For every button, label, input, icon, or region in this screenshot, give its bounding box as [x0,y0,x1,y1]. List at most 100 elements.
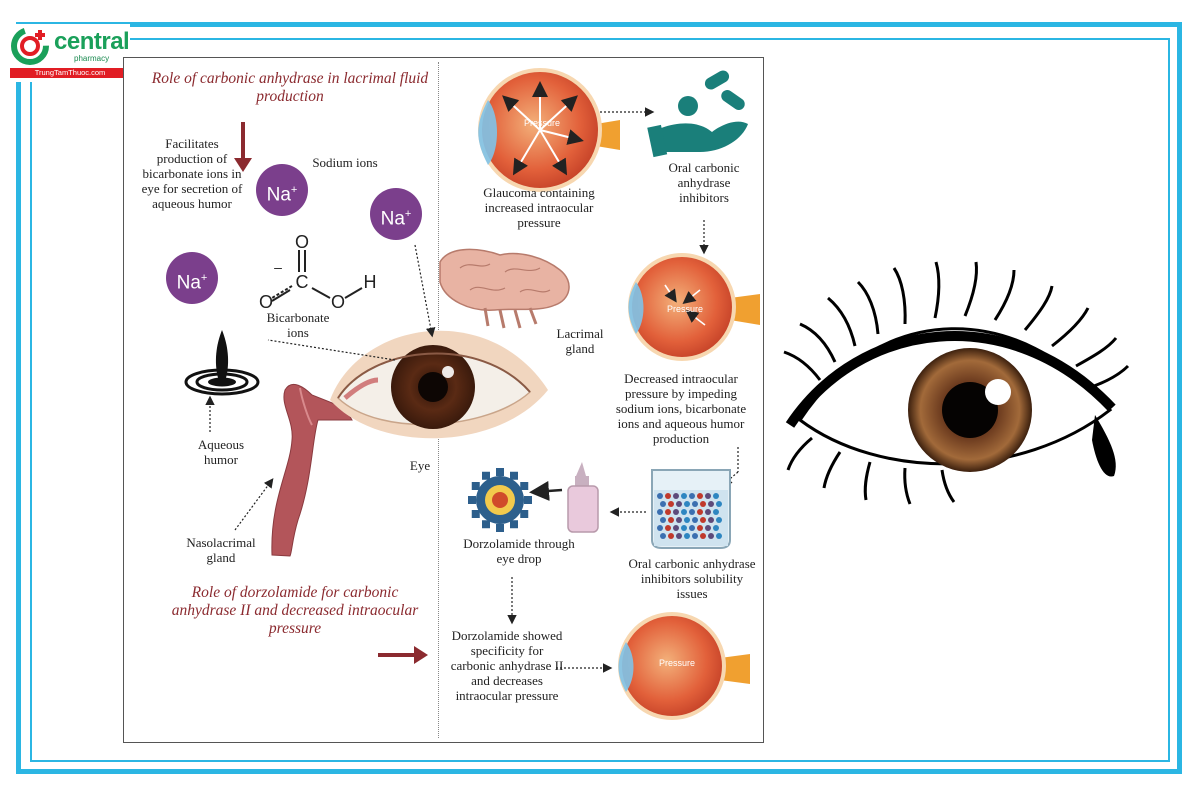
sodium-ion-2: Na+ [370,188,422,240]
hand-pills-icon [647,70,748,158]
nasolacrimal-label: Nasolacrimal gland [186,535,256,565]
down-arrow-top [234,122,252,172]
beaker-particle [684,533,690,539]
logo-sub: pharmacy [74,54,110,63]
pressure-text-middle: Pressure [666,304,703,314]
aqueous-drop-icon [184,330,260,396]
enzyme-spike [496,468,504,476]
beaker-particle [676,501,682,507]
eye-drop-bottle-icon [567,462,599,533]
beaker-particle [689,493,695,499]
beaker-particle [684,501,690,507]
beaker-particle [665,525,671,531]
beaker-particle [716,501,722,507]
atom-o-right: O [330,292,345,312]
beaker-particle [681,493,687,499]
glaucoma-eye-illustration [478,68,620,192]
aqueous-humor-label: Aqueous humor [197,437,245,467]
left-title: Role of carbonic anhydrase in lacrimal f… [151,70,429,105]
beaker-particle [692,517,698,523]
atom-c: C [295,272,309,292]
beaker-particle [692,501,698,507]
pressure-text-top: Pressure [523,118,560,128]
facilitates-label: Facilitates production of bicarbonate io… [141,136,243,211]
bicarbonate-label: Bicarbonate ions [266,310,330,340]
beaker-particle [657,493,663,499]
enzyme-spike [520,482,529,490]
lacrimal-gland-illustration [439,248,570,329]
beaker-particle [689,509,695,515]
oral-inhibitors-label: Oral carbonic anhydrase inhibitors [668,160,740,205]
beaker-particle [705,509,711,515]
beaker-particle [708,501,714,507]
enzyme-spike [510,520,518,529]
beaker-particle [700,501,706,507]
dorzolamide-title: Role of dorzolamide for carbonic anhydra… [171,584,419,637]
enzyme-spike [496,524,504,532]
beaker-particle [673,509,679,515]
eye-label: Eye [409,458,431,473]
sodium-ion-3: Na+ [166,252,218,304]
beaker-particle [681,509,687,515]
enzyme-spike [510,471,518,480]
beaker-particle [668,501,674,507]
beaker-particle [676,517,682,523]
atom-o-top: O [294,232,309,252]
beaker-particle [689,525,695,531]
enzyme-spike [482,520,490,529]
lacrimal-gland-label: Lacrimal gland [556,326,604,356]
enzyme-spike [482,471,490,480]
solubility-label: Oral carbonic anhydrase inhibitors solub… [628,556,756,601]
right-arrow-bottom [378,646,428,664]
logo-name: central [54,28,130,55]
beaker-particle [665,493,671,499]
bottom-eye-illustration [618,612,750,720]
beaker-particle [681,525,687,531]
sodium-ion-1: Na+ [256,164,308,216]
beaker-particle [673,525,679,531]
sodium-ions-label: Sodium ions [312,155,378,170]
beaker-particle [657,509,663,515]
eye-drop-label: Dorzolamide through eye drop [463,536,575,566]
beaker-particle [660,517,666,523]
atom-h: H [363,272,377,292]
beaker-particle [665,509,671,515]
central-pharmacy-logo[interactable]: central pharmacy TrungTamThuoc.com [6,24,130,82]
charge-minus: – [274,259,282,275]
beaker-particle [700,517,706,523]
beaker-particle [713,525,719,531]
beaker-particle [700,533,706,539]
main-eye-illustration [330,330,548,439]
enzyme-spike [468,496,476,504]
beaker-particle [684,517,690,523]
beaker-particle [716,517,722,523]
decreased-pressure-eye-illustration [628,253,760,361]
beaker-particle [716,533,722,539]
stylized-eye-graphic [783,261,1130,505]
glaucoma-label: Glaucoma containing increased intraocula… [483,185,595,230]
beaker-particle [713,493,719,499]
beaker-particle [697,493,703,499]
enzyme-spike [471,482,480,490]
beaker-particle [660,533,666,539]
nasolacrimal-duct [271,383,353,557]
beaker-particle [657,525,663,531]
logo-mark-icon [11,27,49,65]
enzyme-spike [471,510,480,518]
beaker-particle [673,493,679,499]
beaker-particle [668,517,674,523]
beaker-particle [697,509,703,515]
enzyme-spike [524,496,532,504]
pressure-text-bottom: Pressure [658,658,695,668]
bicarbonate-molecule [271,250,363,302]
beaker-particle [668,533,674,539]
logo-url: TrungTamThuoc.com [10,68,130,78]
decreased-pressure-label: Decreased intraocular pressure by impedi… [615,371,747,446]
beaker-particle [705,493,711,499]
beaker-particle [708,533,714,539]
beaker-particle [660,501,666,507]
enzyme-spike [520,510,529,518]
beaker-particle [708,517,714,523]
beaker-particle [705,525,711,531]
